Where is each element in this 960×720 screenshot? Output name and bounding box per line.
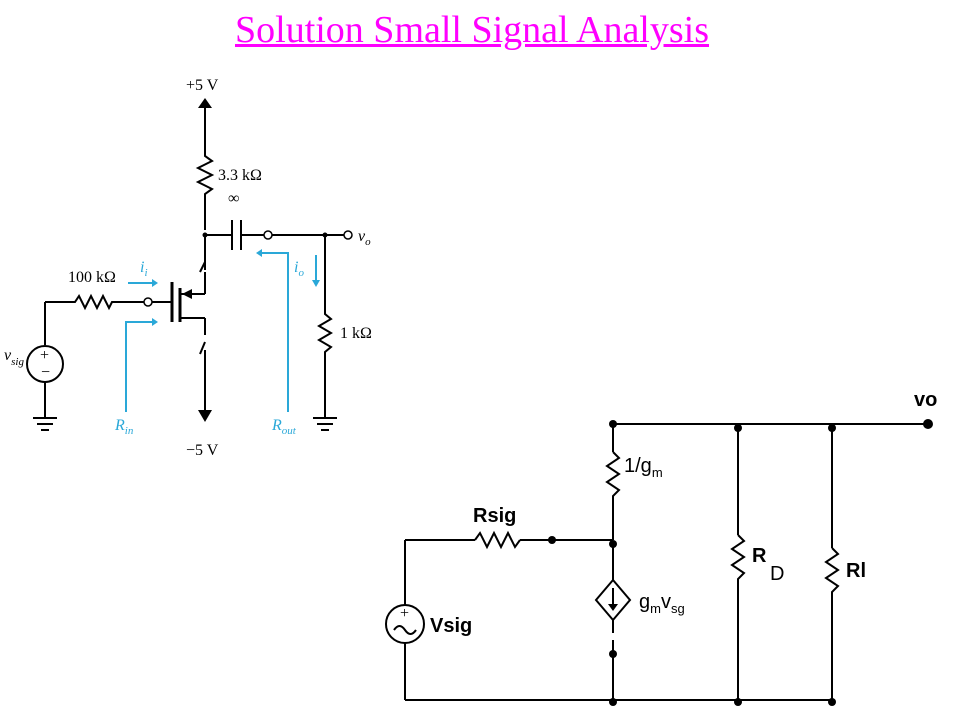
rsig-label: 100 kΩ: [68, 269, 116, 286]
supply-top-arrow: [198, 98, 212, 108]
rd-label: 3.3 kΩ: [218, 167, 262, 184]
vo-output-label: vo: [914, 389, 937, 411]
vo-terminal: [343, 230, 353, 240]
vsig-label-ss: Vsig: [430, 615, 472, 637]
rd-label-ss-d: D: [770, 563, 784, 585]
vsig-label: vsig: [4, 347, 24, 368]
gate-terminal: [143, 297, 153, 307]
output-terminal-open: [263, 230, 273, 240]
vo-label: vo: [358, 228, 371, 248]
supply-bottom-label: −5 V: [186, 442, 219, 459]
rsig-label-ss: Rsig: [473, 505, 516, 527]
io-label: io: [294, 259, 304, 279]
rl-label-ss: Rl: [846, 560, 866, 582]
rd-resistor: [195, 150, 215, 230]
ground-symbol-left: [33, 417, 57, 431]
rl-resistor-ss: [824, 547, 840, 700]
ground-symbol-right: [313, 417, 337, 431]
rout-label: Rout: [271, 417, 297, 437]
gm-vsg-label: gmvsg: [639, 591, 685, 616]
rd-resistor-ss: [730, 534, 746, 700]
ii-label: ii: [140, 259, 148, 279]
source-resistance-1-over-gm: [605, 451, 621, 540]
rd-label-ss-r: R: [752, 545, 767, 567]
svg-text:+: +: [40, 347, 49, 364]
supply-top-label: +5 V: [186, 77, 219, 94]
rl-resistor: [317, 310, 333, 418]
rl-label: 1 kΩ: [340, 325, 372, 342]
one-over-gm-label: 1/gm: [624, 455, 663, 480]
rsig-resistor-ss: [474, 530, 521, 550]
page-title: Solution Small Signal Analysis: [235, 9, 709, 51]
svg-text:+: +: [400, 605, 409, 622]
supply-bottom-arrow: [198, 410, 212, 422]
cap-label: ∞: [228, 190, 239, 207]
svg-text:−: −: [41, 364, 50, 381]
rout-arrow: [262, 252, 289, 412]
rin-arrow: [125, 321, 152, 412]
rsig-resistor: [45, 293, 115, 311]
small-signal-circuit: vo 1/gm Rsig gmvsg + Vsig: [385, 389, 937, 706]
vo-output-node: [923, 419, 933, 429]
rin-label: Rin: [114, 417, 134, 437]
ac-wave-icon: [393, 625, 417, 635]
mosfet-arrow: [182, 289, 192, 299]
original-circuit: +5 V 3.3 kΩ ∞ vo −5 V: [4, 77, 372, 459]
